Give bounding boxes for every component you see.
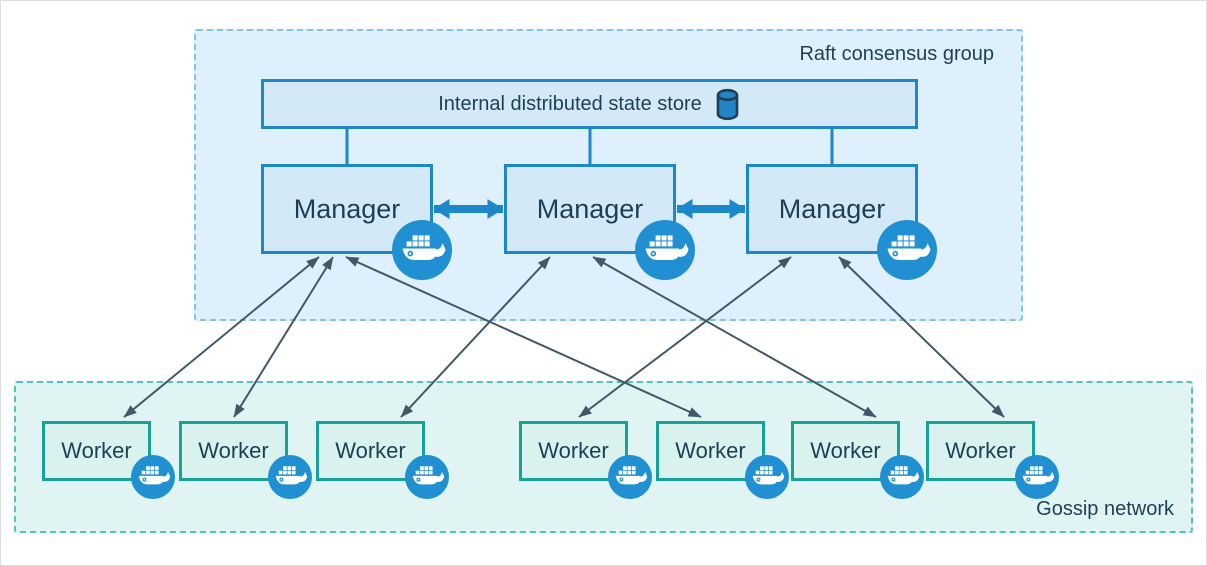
manager-label: Manager — [293, 193, 401, 224]
worker-label: Worker — [335, 438, 406, 463]
manager-1-worker-2-arrow — [233, 256, 334, 418]
manager-3-worker-4-arrow — [578, 256, 792, 418]
worker-label: Worker — [810, 438, 881, 463]
manager-2-worker-3-arrow — [400, 256, 551, 418]
manager-label: Manager — [778, 193, 886, 224]
manager-node-1: Manager — [261, 164, 452, 280]
worker-label: Worker — [945, 438, 1016, 463]
worker-node-2: Worker — [179, 421, 312, 499]
worker-node-3: Worker — [316, 421, 449, 499]
manager-node-3: Manager — [746, 164, 937, 280]
worker-node-7: Worker — [926, 421, 1059, 499]
database-cylinder-icon — [716, 88, 739, 120]
worker-label: Worker — [198, 438, 269, 463]
worker-label: Worker — [675, 438, 746, 463]
manager-1-worker-5-arrow — [345, 256, 702, 418]
worker-node-6: Worker — [791, 421, 924, 499]
manager-label: Manager — [536, 193, 644, 224]
state-store-node: Internal distributed state store — [261, 79, 918, 129]
worker-label: Worker — [61, 438, 132, 463]
worker-node-4: Worker — [519, 421, 652, 499]
manager-3-worker-7-arrow — [838, 256, 1005, 418]
manager-1-worker-1-arrow — [123, 256, 320, 418]
manager-2-worker-6-arrow — [592, 256, 877, 418]
manager-node-2: Manager — [504, 164, 695, 280]
state-store-label: Internal distributed state store — [438, 92, 702, 115]
gossip-network-label: Gossip network — [1036, 498, 1174, 520]
raft-consensus-group-label: Raft consensus group — [799, 43, 994, 65]
worker-node-1: Worker — [42, 421, 175, 499]
worker-label: Worker — [538, 438, 609, 463]
worker-node-5: Worker — [656, 421, 789, 499]
